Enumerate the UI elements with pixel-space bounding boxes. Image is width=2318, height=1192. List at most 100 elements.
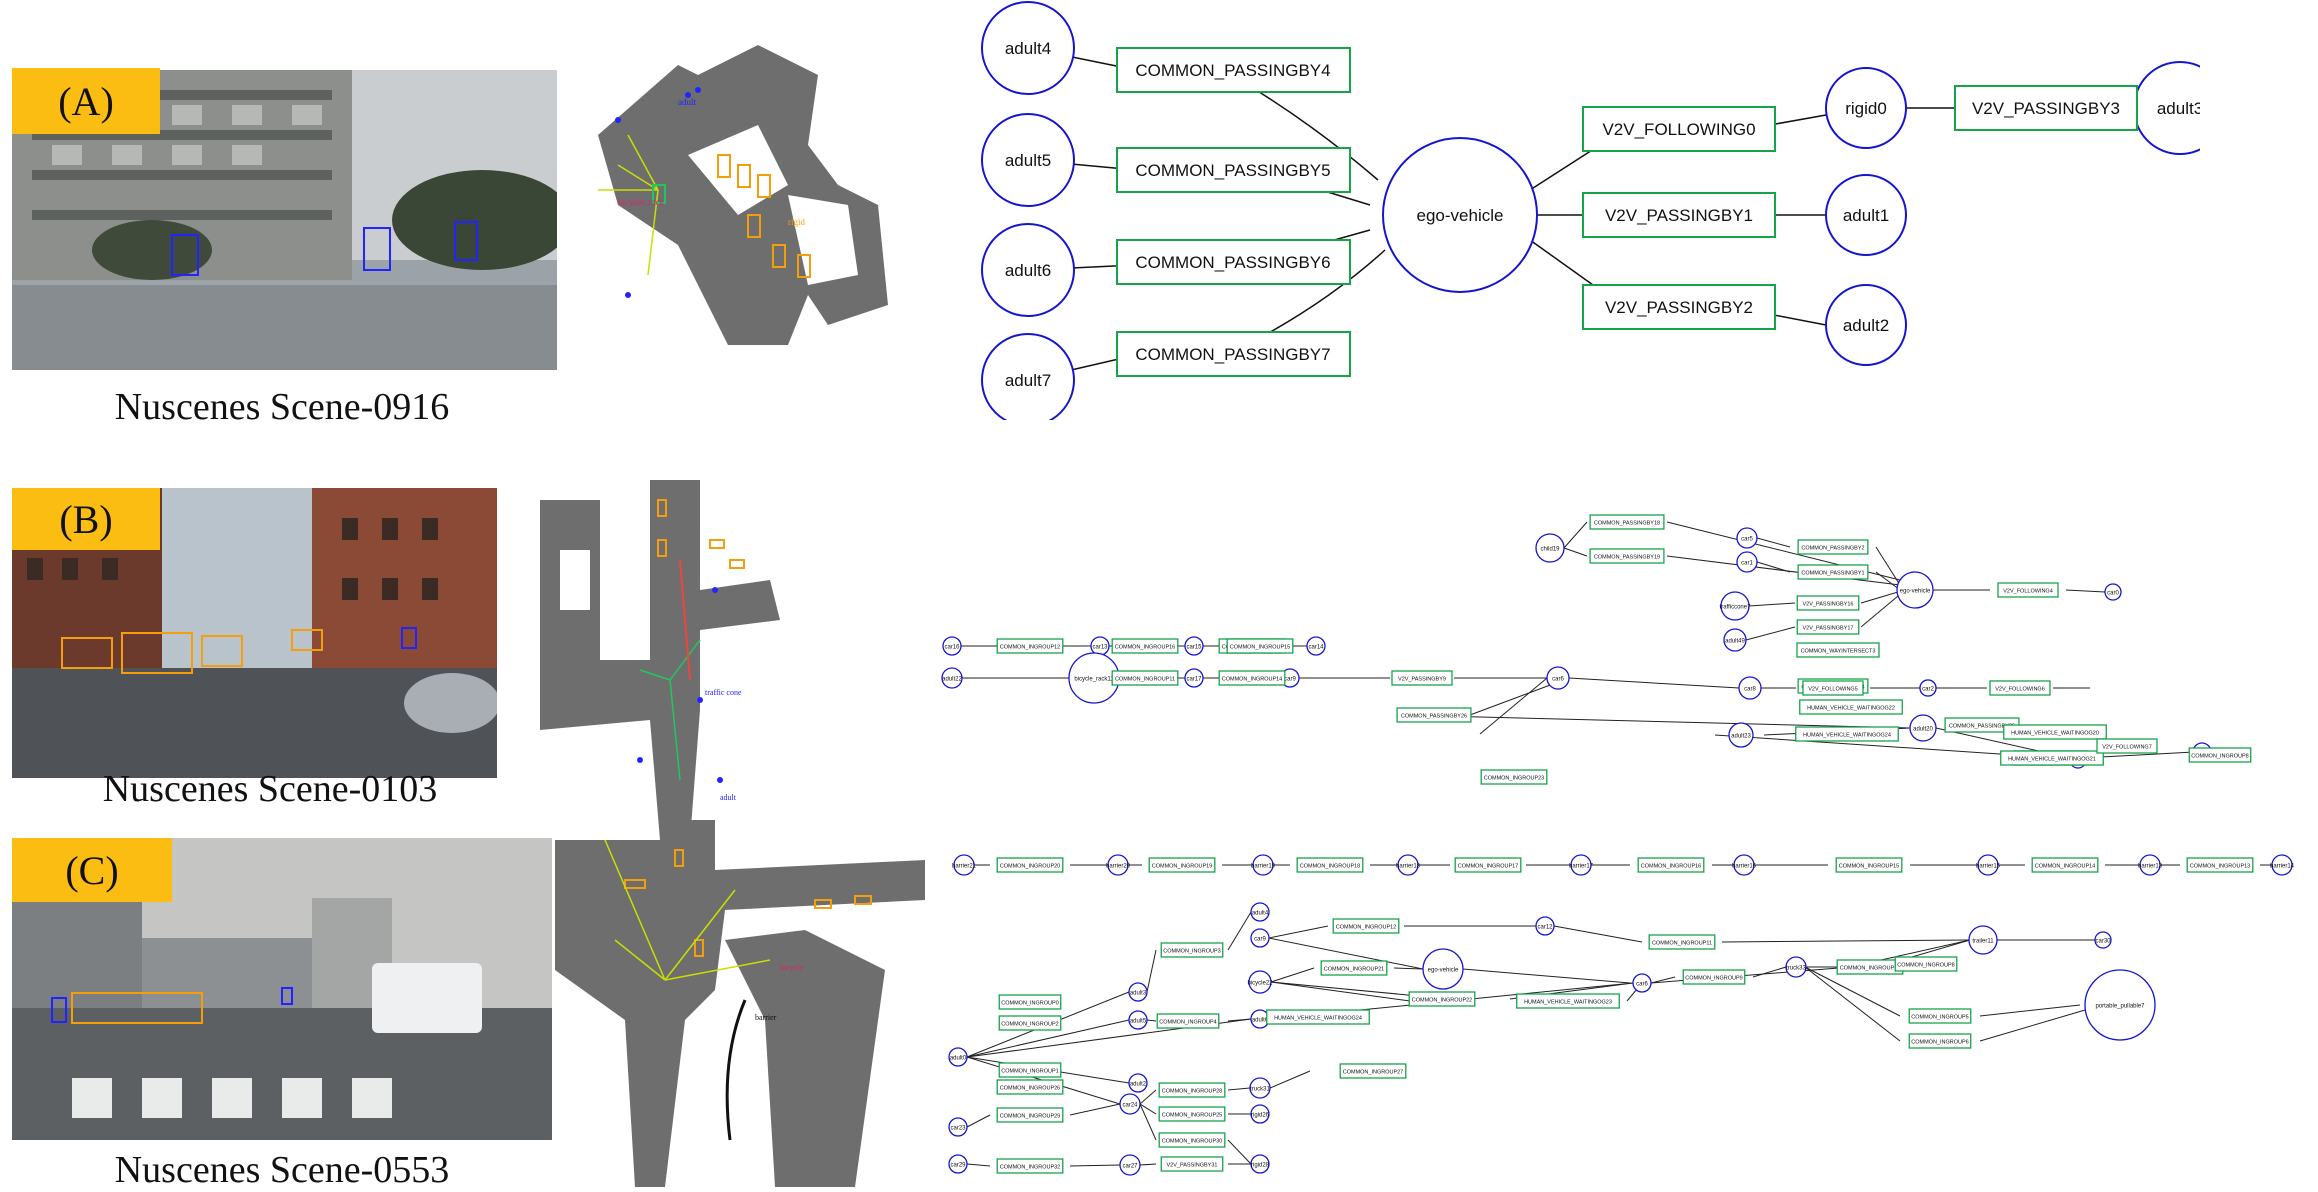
rel-label-COMMON_INGROUP4: COMMON_INGROUP4	[1159, 1020, 1216, 1026]
label-car23: car23	[950, 1126, 966, 1132]
label-child19: child19	[1540, 547, 1560, 553]
rel-label-COMMON_INGROUP25: COMMON_INGROUP25	[1162, 1113, 1223, 1119]
rel-label-V2V_FOLLOWING7: V2V_FOLLOWING7	[2102, 745, 2152, 751]
label-barrier19: barrier19	[1251, 864, 1276, 870]
rel-label-COMMON_INGROUP19: COMMON_INGROUP19	[1152, 864, 1213, 870]
label-car13: car13	[1092, 645, 1108, 651]
map-a-label-adult: adult	[678, 97, 696, 107]
rel-label-V2V_FOLLOWING4: V2V_FOLLOWING4	[2003, 589, 2053, 595]
rel-label-COMMON_INGROUP11: COMMON_INGROUP11	[1652, 941, 1712, 947]
label-barrier16: barrier16	[1732, 864, 1757, 870]
label-car9: car9	[1254, 937, 1266, 943]
rel-label-COMMON_INGROUP14: COMMON_INGROUP14	[1222, 677, 1283, 683]
panel-label-c: (C)	[12, 838, 172, 902]
panel-c: (C) Nuscenes Scene-0553 barrier bicycle …	[0, 820, 2318, 1187]
label-car15: car15	[1186, 645, 1202, 651]
rel-label-HUMAN_VEHICLE_WAITINGOG24: HUMAN_VEHICLE_WAITINGOG24	[1274, 1016, 1362, 1022]
rel-label-COMMON_INGROUP20: COMMON_INGROUP20	[1000, 864, 1061, 870]
label-adult7: adult7	[1005, 371, 1051, 390]
caption-c: Nuscenes Scene-0553	[12, 1148, 552, 1192]
label-adult0: adult0	[950, 1056, 967, 1062]
label-car5: car5	[1741, 537, 1753, 543]
rel-label-COMMON_INGROUP8: COMMON_INGROUP8	[1897, 963, 1954, 969]
rel-label-COMMON_INGROUP32: COMMON_INGROUP32	[1000, 1165, 1061, 1171]
rel-label-COMMON_INGROUP16: COMMON_INGROUP16	[1115, 645, 1176, 651]
rel-label-COMMON_INGROUP5: COMMON_INGROUP5	[1911, 1015, 1968, 1021]
rel-label-HUMAN_VEHICLE_WAITINGOG20: HUMAN_VEHICLE_WAITINGOG20	[2011, 731, 2099, 737]
rel-label-COMMON_INGROUP0: COMMON_INGROUP0	[1001, 1001, 1058, 1007]
map-c-label-bicycle: bicycle	[780, 963, 804, 972]
label-adult22: adult22	[942, 677, 962, 683]
map-b: traffic cone adult	[540, 480, 840, 840]
label-ego-vehicle: ego-vehicle	[1900, 589, 1931, 595]
rel-label-COMMON_INGROUP27: COMMON_INGROUP27	[1343, 1070, 1404, 1076]
rel-label-V2V_PASSINGBY17: V2V_PASSINGBY17	[1803, 626, 1854, 632]
map-b-label-cone: traffic cone	[705, 688, 742, 697]
map-a-label-bicycle: bicycle_rack	[618, 197, 664, 207]
label-adult2: adult2	[1130, 1082, 1147, 1088]
rel-label-COMMON_PASSINGBY2: COMMON_PASSINGBY2	[1801, 546, 1864, 552]
label-rigid0: rigid0	[1845, 99, 1887, 118]
label-trafficcone7: trafficcone7	[1720, 605, 1752, 611]
label-barrier14: barrier14	[2270, 864, 2295, 870]
rel-label-V2V_FOLLOWING5: V2V_FOLLOWING5	[1808, 687, 1858, 693]
rel-label-V2V_PASSINGBY31: V2V_PASSINGBY31	[1167, 1163, 1218, 1169]
label-car27: car27	[1122, 1164, 1138, 1170]
rel-label-COMMON_INGROUP15: COMMON_INGROUP15	[1230, 645, 1291, 651]
caption-b: Nuscenes Scene-0103	[0, 767, 540, 811]
label-car12: car12	[1537, 925, 1553, 931]
label-adult6: adult6	[1005, 261, 1051, 280]
rel-label-COMMON_PASSINGBY18: COMMON_PASSINGBY18	[1594, 521, 1660, 527]
label-car14: car14	[1308, 645, 1324, 651]
rel-label-COMMON_INGROUP15: COMMON_INGROUP15	[1839, 864, 1900, 870]
label-rigid28: rigid28	[1251, 1163, 1270, 1169]
label-adult3: adult3	[1130, 991, 1147, 997]
label-adult4: adult4	[1252, 911, 1269, 917]
rel-label-HUMAN_VEHICLE_WAITINGOG23: HUMAN_VEHICLE_WAITINGOG23	[1524, 1000, 1612, 1006]
label-car17: car17	[1186, 677, 1202, 683]
rel-label-COMMON_INGROUP29: COMMON_INGROUP29	[1000, 1114, 1061, 1120]
label-adult1: adult1	[1843, 206, 1889, 225]
label-barrier15: barrier15	[1976, 864, 2001, 870]
label-trailer11: trailer11	[1972, 939, 1994, 945]
label-adult23: adult23	[1731, 734, 1751, 740]
label-adult5: adult5	[1130, 1019, 1147, 1025]
label-rel-passingby5: COMMON_PASSINGBY5	[1135, 161, 1330, 180]
rel-label-COMMON_INGROUP13: COMMON_INGROUP13	[2190, 864, 2251, 870]
rel-label-COMMON_WAYINTERSECT3: COMMON_WAYINTERSECT3	[1801, 649, 1876, 655]
label-car29: car29	[950, 1163, 966, 1169]
rel-label-COMMON_PASSINGBY26: COMMON_PASSINGBY26	[1401, 714, 1467, 720]
rel-label-V2V_FOLLOWING6: V2V_FOLLOWING6	[1995, 687, 2045, 693]
label-rel-passingby7: COMMON_PASSINGBY7	[1135, 345, 1330, 364]
label-adult3: adult3	[2157, 99, 2200, 118]
label-barrier21: barrier21	[952, 864, 977, 870]
label-barrier17: barrier17	[1569, 864, 1594, 870]
rel-label-V2V_PASSINGBY9: V2V_PASSINGBY9	[1398, 677, 1446, 683]
label-barrier13: barrier13	[2138, 864, 2163, 870]
graph-b: child19car5car1trafficcone7adult49ego-ve…	[910, 420, 2310, 820]
label-ego-vehicle: ego-vehicle	[1428, 968, 1459, 974]
label-adult2: adult2	[1843, 316, 1889, 335]
map-c: barrier bicycle	[555, 820, 925, 1187]
rel-label-V2V_PASSINGBY16: V2V_PASSINGBY16	[1803, 602, 1854, 608]
rel-label-COMMON_INGROUP16: COMMON_INGROUP16	[1641, 864, 1702, 870]
rel-label-COMMON_INGROUP10: COMMON_INGROUP10	[1840, 966, 1901, 972]
rel-label-COMMON_PASSINGBY19: COMMON_PASSINGBY19	[1594, 555, 1660, 561]
rel-label-COMMON_INGROUP9: COMMON_INGROUP9	[1685, 976, 1742, 982]
rel-label-COMMON_INGROUP30: COMMON_INGROUP30	[1162, 1139, 1223, 1145]
rel-label-COMMON_PASSINGBY1: COMMON_PASSINGBY1	[1801, 571, 1864, 577]
label-rel-passingby6: COMMON_PASSINGBY6	[1135, 253, 1330, 272]
rel-label-COMMON_INGROUP23: COMMON_INGROUP23	[1484, 776, 1545, 782]
rel-label-COMMON_INGROUP1: COMMON_INGROUP1	[1001, 1069, 1058, 1075]
rel-label-HUMAN_VEHICLE_WAITINGOG21: HUMAN_VEHICLE_WAITINGOG21	[2008, 757, 2096, 763]
graph-c: barrier21barrier20barrier19barrier18barr…	[930, 820, 2310, 1187]
panel-label-b: (B)	[12, 488, 160, 550]
rel-label-COMMON_INGROUP26: COMMON_INGROUP26	[1000, 1086, 1061, 1092]
rel-label-COMMON_INGROUP12: COMMON_INGROUP12	[1336, 925, 1397, 931]
label-car30: car30	[2095, 939, 2111, 945]
label-car9: car9	[1284, 677, 1296, 683]
rel-label-COMMON_INGROUP18: COMMON_INGROUP18	[1300, 864, 1361, 870]
label-adult4: adult4	[1005, 39, 1051, 58]
rel-label-COMMON_INGROUP11: COMMON_INGROUP11	[1115, 677, 1175, 683]
label-rel-passingby3: V2V_PASSINGBY3	[1972, 99, 2120, 118]
